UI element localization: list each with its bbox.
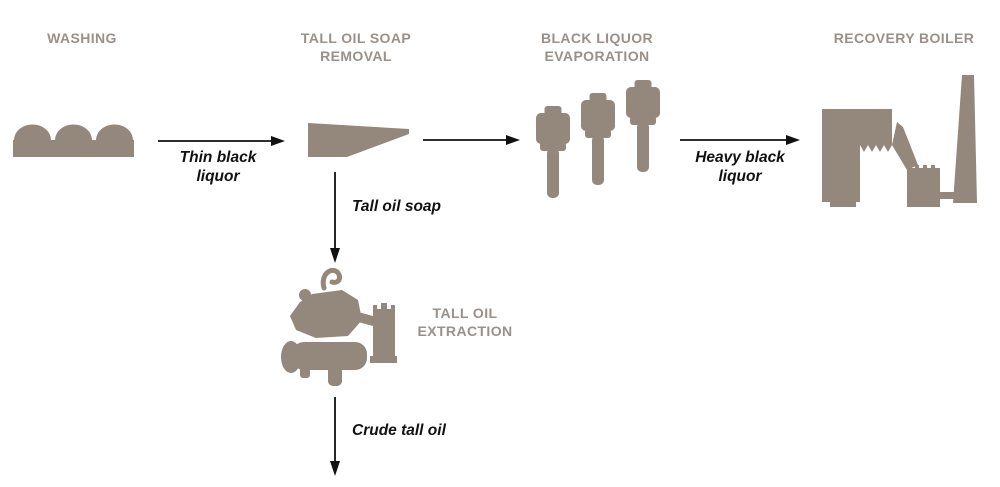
dissolving-tank	[907, 165, 940, 207]
arrow-soap-removal-to-extraction	[330, 172, 340, 263]
arrow-extraction-to-crude-tall-oil	[330, 397, 340, 476]
boiler-building	[822, 109, 892, 202]
stage-title-soap-removal-line1: TALL OIL SOAP	[300, 30, 412, 46]
flow-label-heavy-black-liquor-line2: liquor	[718, 168, 762, 185]
stage-title-evaporation: BLACK LIQUOR EVAPORATION	[527, 29, 667, 65]
arrow-washing-to-soap-removal	[158, 136, 285, 146]
arrow-soap-removal-to-evaporation	[423, 135, 520, 145]
arrow-evaporation-to-recovery-boiler	[680, 135, 800, 145]
stage-title-extraction: TALL OIL EXTRACTION	[402, 304, 528, 340]
washer-drums-icon	[13, 124, 134, 157]
boiler-plant-icon	[822, 75, 977, 207]
smoke-stack	[953, 75, 977, 203]
skimmer-tank-icon	[308, 123, 409, 157]
flow-label-tall-oil-soap-text: Tall oil soap	[352, 198, 441, 215]
stage-title-soap-removal-line2: REMOVAL	[320, 48, 392, 64]
extraction-plant-icon	[281, 267, 397, 386]
stage-title-evaporation-line1: BLACK LIQUOR	[540, 30, 654, 46]
flow-label-thin-black-liquor: Thin black liquor	[156, 148, 280, 186]
evaporator-vessel-1	[536, 106, 570, 198]
stage-title-extraction-line2: EXTRACTION	[417, 323, 513, 339]
stage-title-evaporation-line2: EVAPORATION	[544, 48, 650, 64]
evaporator-vessel-2	[581, 93, 615, 185]
flow-label-tall-oil-soap: Tall oil soap	[352, 197, 441, 216]
stage-title-recovery-boiler: RECOVERY BOILER	[804, 29, 1000, 47]
tank-stack-pipe	[938, 192, 957, 199]
stage-title-soap-removal: TALL OIL SOAP REMOVAL	[286, 29, 426, 65]
stage-title-washing-text: WASHING	[47, 30, 117, 46]
stage-title-extraction-line1: TALL OIL	[432, 305, 498, 321]
flow-label-crude-tall-oil: Crude tall oil	[352, 421, 446, 440]
evaporator-vessel-3	[626, 80, 660, 172]
flow-label-heavy-black-liquor: Heavy black liquor	[678, 148, 802, 186]
flow-label-crude-tall-oil-text: Crude tall oil	[352, 422, 446, 439]
stage-title-washing: WASHING	[12, 29, 152, 47]
flow-label-thin-black-liquor-line2: liquor	[196, 168, 240, 185]
boiler-chute	[892, 122, 918, 170]
flow-label-thin-black-liquor-line1: Thin black	[179, 149, 257, 166]
stage-title-recovery-boiler-text: RECOVERY BOILER	[833, 30, 975, 46]
evaporator-vessels-icon	[536, 80, 660, 198]
flow-label-heavy-black-liquor-line1: Heavy black	[695, 149, 785, 166]
